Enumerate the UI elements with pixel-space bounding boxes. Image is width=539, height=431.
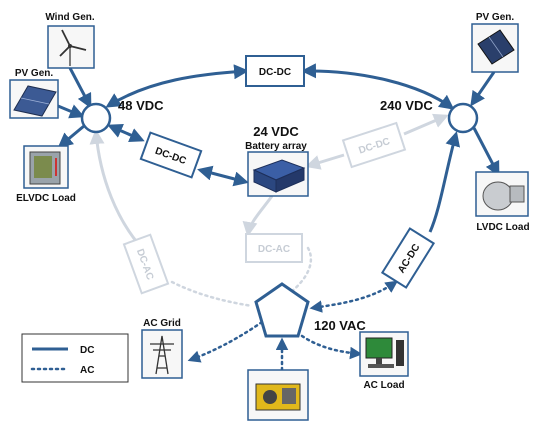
ac-grid-tower-image — [141, 329, 183, 379]
link-48-to-dcdc-top — [105, 64, 249, 108]
faded-link-battery-to-dcdc-right — [305, 153, 345, 170]
battery-array-label: Battery array — [245, 141, 307, 152]
faded-link-dcac-left-to-pentagon — [170, 280, 254, 308]
converter-acdc-right: AC-DC — [380, 227, 436, 289]
lvdc-load-label: LVDC Load — [476, 222, 529, 233]
converter-dcac-left-faded: DC-AC — [122, 233, 170, 295]
bus-240-node — [447, 102, 479, 134]
ac-load-label: AC Load — [363, 380, 404, 391]
faded-link-dcdc-right-to-240 — [403, 113, 449, 136]
bus-24-label: 24 VDC — [253, 124, 299, 139]
generator-image — [247, 369, 309, 421]
converter-dcdc-left: DC-DC — [139, 131, 203, 179]
ac-grid-label: AC Grid — [143, 318, 181, 329]
link-48-to-elvdc — [57, 124, 85, 148]
link-240-to-lvdc — [472, 127, 500, 177]
link-wind-to-48 — [68, 67, 92, 109]
elvdc-load-label: ELVDC Load — [16, 193, 76, 204]
link-48-to-dcdc-left — [107, 123, 145, 143]
legend: DC AC — [21, 333, 129, 383]
bus-48-node — [80, 102, 112, 134]
converter-dcac-center-faded: DC-AC — [245, 233, 303, 263]
pv-gen-right-label: PV Gen. — [476, 12, 515, 23]
legend-dc-label: DC — [80, 345, 94, 356]
pv-panel-right-image — [471, 23, 519, 73]
ac-link-pentagon-to-grid — [187, 320, 264, 363]
legend-ac-label: AC — [80, 365, 94, 376]
faded-link-48-to-dcac — [89, 129, 142, 247]
pv-panel-left-image — [9, 79, 59, 119]
bus-120-label: 120 VAC — [314, 318, 366, 333]
wind-gen-label: Wind Gen. — [45, 12, 95, 23]
elvdc-load-image — [23, 145, 69, 189]
converter-dcdc-top-label: DC-DC — [259, 67, 291, 78]
bus-48-label: 48 VDC — [118, 98, 164, 113]
link-pv-left-to-48 — [57, 104, 85, 119]
ac-link-acdc-to-pentagon — [309, 280, 399, 313]
link-dcdc-left-to-battery — [197, 165, 249, 187]
faded-link-battery-to-dcac-center — [242, 195, 274, 237]
pv-gen-left-label: PV Gen. — [15, 68, 54, 79]
wind-generator-image — [47, 25, 95, 69]
bus-240-label: 240 VDC — [380, 98, 433, 113]
bus-120-pentagon — [254, 282, 310, 338]
lvdc-load-image — [475, 171, 529, 217]
battery-array-image — [247, 151, 309, 197]
link-240-to-acdc — [428, 131, 461, 233]
link-dcdc-top-to-240 — [301, 63, 455, 110]
ac-link-pentagon-to-acload — [300, 334, 363, 360]
converter-dcdc-right-faded: DC-DC — [341, 121, 407, 169]
converter-dcac-center-faded-label: DC-AC — [258, 244, 290, 255]
link-pv-right-to-240 — [470, 71, 496, 107]
ac-load-computer-image — [359, 331, 409, 377]
converter-dcdc-top: DC-DC — [245, 55, 305, 87]
